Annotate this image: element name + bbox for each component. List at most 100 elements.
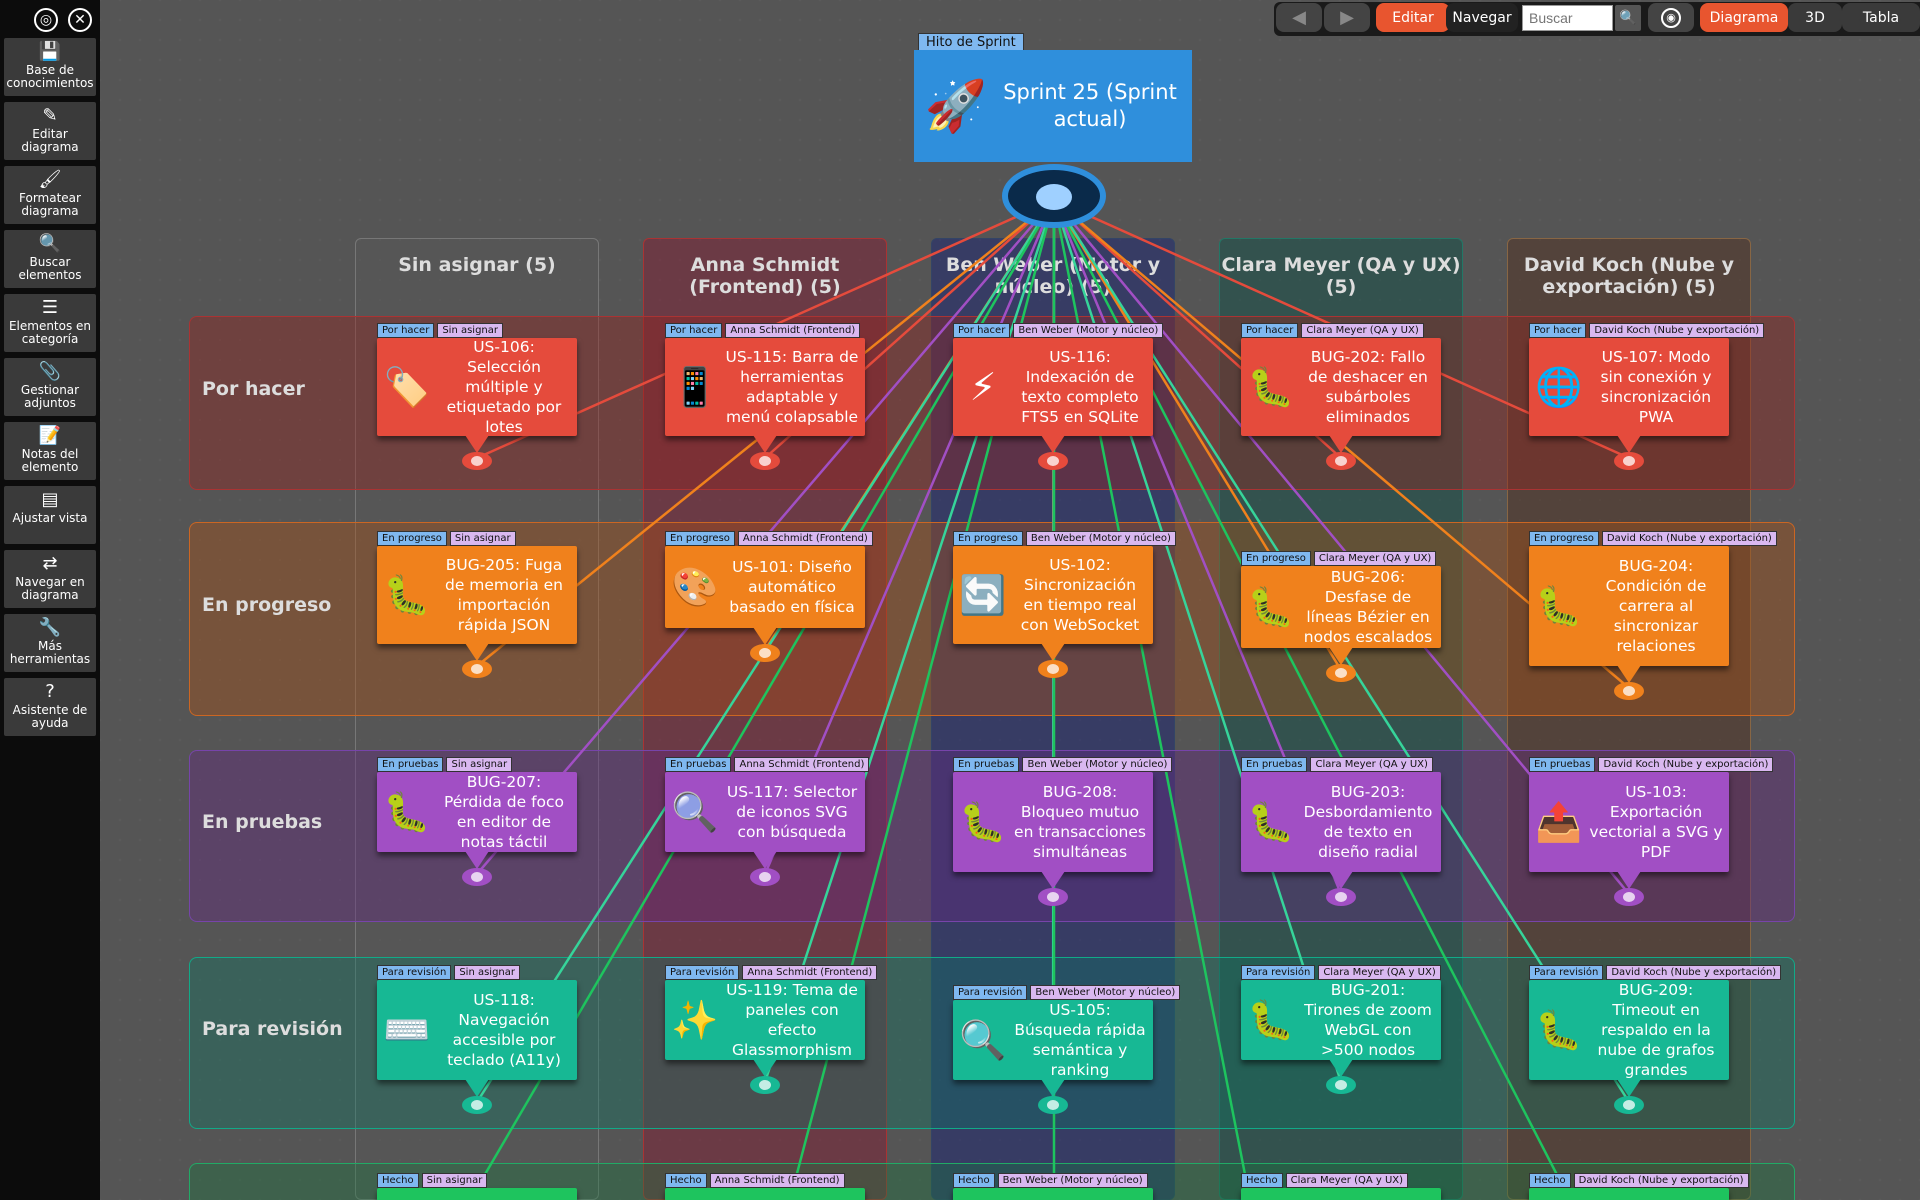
card[interactable]: [1241, 1188, 1441, 1200]
sidebar-item-label: Formatear diagrama: [19, 191, 81, 218]
assignee-tag: David Koch (Nube y exportación): [1601, 531, 1777, 546]
card[interactable]: 🐛BUG-207: Pérdida de foco en editor de n…: [377, 772, 577, 852]
card-pin[interactable]: [462, 1096, 492, 1114]
card[interactable]: [1529, 1188, 1729, 1200]
card[interactable]: 🐛BUG-205: Fuga de memoria en importación…: [377, 546, 577, 644]
sprint-node[interactable]: 🚀 Sprint 25 (Sprint actual): [914, 50, 1192, 162]
card-icon: 🐛: [1247, 364, 1295, 409]
sidebar-item-5[interactable]: 📎Gestionar adjuntos: [4, 358, 96, 416]
back-button[interactable]: ◀: [1276, 3, 1322, 32]
card[interactable]: ⚡US-116: Indexación de texto completo FT…: [953, 338, 1153, 436]
card[interactable]: 🏷️US-106: Selección múltiple y etiquetad…: [377, 338, 577, 436]
forward-button[interactable]: ▶: [1324, 3, 1370, 32]
assignee-tag: Ben Weber (Motor y núcleo): [1025, 531, 1176, 546]
sidebar-item-10[interactable]: ?Asistente de ayuda: [4, 678, 96, 736]
card-pin[interactable]: [462, 452, 492, 470]
assignee-tag: Anna Schmidt (Frontend): [734, 757, 870, 772]
card[interactable]: 🔍US-105: Búsqueda rápida semántica y ran…: [953, 1000, 1153, 1080]
card[interactable]: 🌐US-107: Modo sin conexión y sincronizac…: [1529, 338, 1729, 436]
card[interactable]: 🐛 BUG-202: Fallo de deshacer en subárbole…: [1241, 338, 1441, 436]
target-icon[interactable]: ◎: [34, 8, 58, 32]
status-tag: Por hacer: [665, 323, 723, 338]
card[interactable]: [665, 1188, 865, 1200]
card[interactable]: ⌨️US-118: Navegación accesible por tecla…: [377, 980, 577, 1080]
card[interactable]: 🔍US-117: Selector de iconos SVG con búsq…: [665, 772, 865, 852]
card[interactable]: [953, 1188, 1153, 1200]
card[interactable]: 🐛BUG-209: Timeout en respaldo en la nube…: [1529, 980, 1729, 1080]
card-pin[interactable]: [750, 644, 780, 662]
status-tag: Hecho: [665, 1173, 707, 1188]
card-pin[interactable]: [1326, 1076, 1356, 1094]
sidebar-item-0[interactable]: 💾Base de conocimientos: [4, 38, 96, 96]
assignee-tag: Sin asignar: [421, 1173, 488, 1188]
card[interactable]: ✨US-119: Tema de paneles con efecto Glas…: [665, 980, 865, 1060]
edit-button[interactable]: Editar: [1376, 3, 1450, 32]
card[interactable]: 📤US-103: Exportación vectorial a SVG y P…: [1529, 772, 1729, 872]
card-pin[interactable]: [462, 660, 492, 678]
tab-diagrama[interactable]: Diagrama: [1700, 3, 1788, 32]
card[interactable]: 🐛BUG-203: Desbordamiento de texto en dis…: [1241, 772, 1441, 872]
card[interactable]: 🎨US-101: Diseño automático basado en fís…: [665, 546, 865, 628]
card-title: US-117: Selector de iconos SVG con búsqu…: [726, 783, 858, 841]
card-icon: 🐛: [1247, 799, 1295, 844]
swap-icon: ⇄: [42, 553, 58, 574]
card-pin[interactable]: [1326, 888, 1356, 906]
card[interactable]: 🐛BUG-204: Condición de carrera al sincro…: [1529, 546, 1729, 666]
search-button[interactable]: 🔍: [1615, 5, 1641, 31]
card-pin[interactable]: [1614, 452, 1644, 470]
card-pin[interactable]: [750, 868, 780, 886]
card-pin[interactable]: [1614, 888, 1644, 906]
search-input[interactable]: [1522, 5, 1613, 31]
card-pin[interactable]: [1326, 664, 1356, 682]
card[interactable]: 🔄US-102: Sincronización en tiempo real c…: [953, 546, 1153, 644]
search-icon: 🔍: [1619, 10, 1637, 26]
card-pin[interactable]: [1038, 1096, 1068, 1114]
status-tag: Para revisión: [377, 965, 452, 980]
sidebar-item-4[interactable]: ☰Elementos en categoría: [4, 294, 96, 352]
card[interactable]: [377, 1188, 577, 1200]
sprint-pin[interactable]: [1002, 164, 1106, 228]
tab-3d[interactable]: 3D: [1788, 3, 1842, 32]
card[interactable]: 📱US-115: Barra de herramientas adaptable…: [665, 338, 865, 436]
card[interactable]: 🐛BUG-206: Desfase de líneas Bézier en no…: [1241, 566, 1441, 648]
close-icon[interactable]: ✕: [68, 8, 92, 32]
card-title: BUG-202: Fallo de deshacer en subárboles…: [1308, 348, 1428, 426]
sidebar-item-9[interactable]: 🔧Más herramientas: [4, 614, 96, 672]
card[interactable]: 🐛BUG-208: Bloqueo mutuo en transacciones…: [953, 772, 1153, 872]
pencil-icon: ✎: [42, 105, 58, 126]
card-pin[interactable]: [462, 868, 492, 886]
sidebar-item-2[interactable]: 🖌Formatear diagrama: [4, 166, 96, 224]
card-pin[interactable]: [1038, 452, 1068, 470]
card-icon: 🐛: [959, 799, 1007, 844]
card-pin[interactable]: [750, 452, 780, 470]
card-pin[interactable]: [1038, 888, 1068, 906]
card[interactable]: 🐛BUG-201: Tirones de zoom WebGL con >500…: [1241, 980, 1441, 1060]
card-tail: [1617, 1079, 1641, 1097]
sidebar-item-1[interactable]: ✎Editar diagrama: [4, 102, 96, 160]
card-pin[interactable]: [1614, 682, 1644, 700]
navigate-button[interactable]: Navegar: [1446, 3, 1518, 32]
sidebar-item-8[interactable]: ⇄Navegar en diagrama: [4, 550, 96, 608]
card-pin[interactable]: [1326, 452, 1356, 470]
center-button[interactable]: ◉: [1648, 3, 1694, 32]
status-tag: Para revisión: [1241, 965, 1316, 980]
card-pin[interactable]: [750, 1076, 780, 1094]
card-pin[interactable]: [1038, 660, 1068, 678]
sidebar-item-3[interactable]: 🔍Buscar elementos: [4, 230, 96, 288]
sidebar-item-7[interactable]: ▤Ajustar vista: [4, 486, 96, 544]
tab-tabla[interactable]: Tabla: [1842, 3, 1920, 32]
card-pin[interactable]: [1614, 1096, 1644, 1114]
status-tag: En progreso: [1241, 551, 1311, 566]
card-tail: [465, 643, 489, 661]
status-tag: En pruebas: [1529, 757, 1596, 772]
sidebar-item-6[interactable]: 📝Notas del elemento: [4, 422, 96, 480]
left-sidebar: ◎ ✕ 💾Base de conocimientos ✎Editar diagra…: [0, 0, 100, 1200]
card-title: US-105: Búsqueda rápida semántica y rank…: [1014, 1001, 1146, 1079]
card-title: BUG-201: Tirones de zoom WebGL con >500 …: [1304, 981, 1432, 1059]
